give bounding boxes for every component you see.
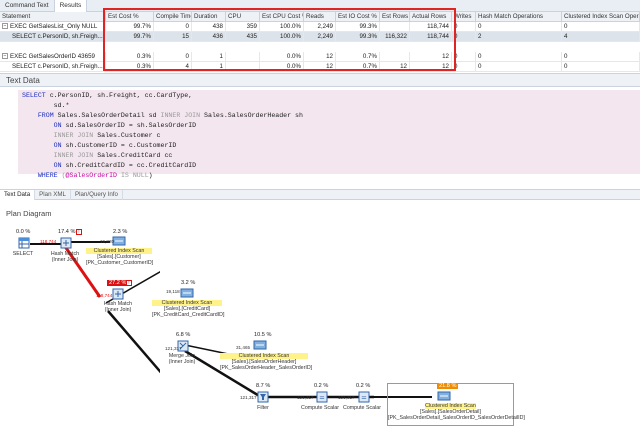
- col-cpu[interactable]: CPU: [226, 12, 260, 22]
- plan-node-merge-join[interactable]: Merge Join(Inner Join): [168, 353, 196, 365]
- clustered-index-scan-icon: [253, 340, 267, 350]
- plan-diagram: Plan Diagram 0.0 % SELECT 17.4 % ! Hash …: [0, 205, 640, 430]
- plan-node-filter[interactable]: Filter: [257, 405, 269, 411]
- col-duration[interactable]: Duration: [192, 12, 226, 22]
- col-actual-rows[interactable]: Actual Rows: [410, 12, 452, 22]
- sql-line: INNER JOIN Sales.Customer c: [22, 132, 161, 139]
- select-icon: [18, 237, 30, 249]
- plan-wire: [70, 241, 110, 243]
- hash-match-icon: [60, 237, 72, 249]
- col-clustered-scan[interactable]: Clustered Index Scan Operations: [564, 12, 640, 22]
- tab-command-text[interactable]: Command Text: [0, 0, 55, 12]
- plan-node-hash-match-2[interactable]: Hash Match(Inner Join): [103, 301, 133, 313]
- text-data-header: Text Data: [0, 73, 640, 87]
- clustered-index-scan-icon: [437, 391, 451, 401]
- sql-line: INNER JOIN Sales.CreditCard cc: [22, 152, 173, 159]
- col-est-cost[interactable]: Est Cost %: [106, 12, 154, 22]
- clustered-index-scan-icon: [180, 288, 194, 298]
- compute-scalar-icon: =: [316, 391, 328, 403]
- sql-line: WHERE (@SalesOrderID IS NULL): [22, 172, 153, 179]
- plan-node-scan-customer[interactable]: Clustered Index Scan[Sales].[Customer][P…: [86, 248, 154, 266]
- warning-icon: !: [76, 229, 82, 235]
- sql-line: FROM Sales.SalesOrderDetail sd INNER JOI…: [22, 112, 303, 119]
- plan-node-compute-scalar-1[interactable]: Compute Scalar: [301, 405, 339, 411]
- col-reads[interactable]: Reads: [304, 12, 336, 22]
- plan-node-scan-salesorderheader[interactable]: Clustered Index Scan[Sales].[SalesOrderH…: [220, 353, 313, 371]
- tab-plan-xml[interactable]: Plan XML: [35, 190, 71, 200]
- svg-text:=: =: [319, 394, 325, 402]
- filter-icon: [257, 391, 269, 403]
- sql-text-editor[interactable]: SELECT c.PersonID, sh.Freight, cc.CardTy…: [0, 88, 640, 188]
- tab-results[interactable]: Results: [54, 0, 88, 12]
- result-tabs: Command Text Results: [0, 0, 640, 12]
- detail-tabs: Text Data Plan XML Plan/Query Info: [0, 189, 640, 200]
- sql-line: ON sd.SalesOrderID = sh.SalesOrderID: [22, 122, 197, 129]
- hash-match-icon: [112, 288, 124, 300]
- clustered-index-scan-icon: [112, 236, 126, 246]
- sql-line: ON sh.CustomerID = c.CustomerID: [22, 142, 177, 149]
- col-writes[interactable]: Writes: [452, 12, 476, 22]
- grid-header-row: Statement Est Cost % Compile Time Durati…: [0, 12, 640, 22]
- table-row[interactable]: SELECT c.PersonID, sh.Freigh... 99.7% 15…: [0, 32, 640, 42]
- plan-node-scan-salesorderdetail[interactable]: Clustered Index Scan[Sales].[SalesOrderD…: [388, 403, 525, 421]
- table-row[interactable]: SELECT c.PersonID, sh.Freigh... 0.3% 4 1…: [0, 62, 640, 72]
- plan-node-hash-match-1[interactable]: Hash Match(Inner Join): [50, 251, 80, 263]
- warning-icon: !: [126, 280, 132, 286]
- compute-scalar-icon: =: [358, 391, 370, 403]
- sql-line: ON sh.CreditCardID = cc.CreditCardID: [22, 162, 197, 169]
- plan-wire: [374, 396, 432, 398]
- sql-line: sd.*: [22, 102, 70, 109]
- sql-line: SELECT c.PersonID, sh.Freight, cc.CardTy…: [22, 92, 193, 99]
- merge-join-icon: [177, 340, 189, 352]
- plan-node-scan-creditcard[interactable]: Clustered Index Scan[Sales].[CreditCard]…: [152, 300, 225, 318]
- table-row[interactable]: −EXEC GetSalesOrderID 43659 0.3% 0 1 0.0…: [0, 52, 640, 62]
- col-est-rows[interactable]: Est Rows: [382, 12, 410, 22]
- col-compile-time[interactable]: Compile Time: [156, 12, 192, 22]
- table-row[interactable]: −EXEC GetSalesList_Only NULL 99.7% 0 438…: [0, 22, 640, 32]
- collapse-icon[interactable]: −: [2, 23, 8, 30]
- col-hash-match[interactable]: Hash Match Operations: [476, 12, 562, 22]
- plan-diagram-title: Plan Diagram: [6, 209, 52, 218]
- plan-node-select[interactable]: SELECT: [12, 251, 34, 257]
- plan-wire: [30, 243, 62, 245]
- results-grid: Statement Est Cost % Compile Time Durati…: [0, 12, 640, 72]
- svg-text:=: =: [361, 394, 367, 402]
- tab-plan-query-info[interactable]: Plan/Query Info: [71, 190, 123, 200]
- col-est-io-cost[interactable]: Est IO Cost %: [336, 12, 380, 22]
- plan-node-compute-scalar-2[interactable]: Compute Scalar: [343, 405, 381, 411]
- col-est-cpu-cost[interactable]: Est CPU Cost %: [262, 12, 304, 22]
- col-statement[interactable]: Statement: [0, 12, 106, 22]
- tab-text-data[interactable]: Text Data: [0, 190, 36, 200]
- plan-wires: [62, 245, 160, 374]
- sql-selection: [18, 90, 640, 174]
- collapse-icon[interactable]: −: [2, 53, 8, 60]
